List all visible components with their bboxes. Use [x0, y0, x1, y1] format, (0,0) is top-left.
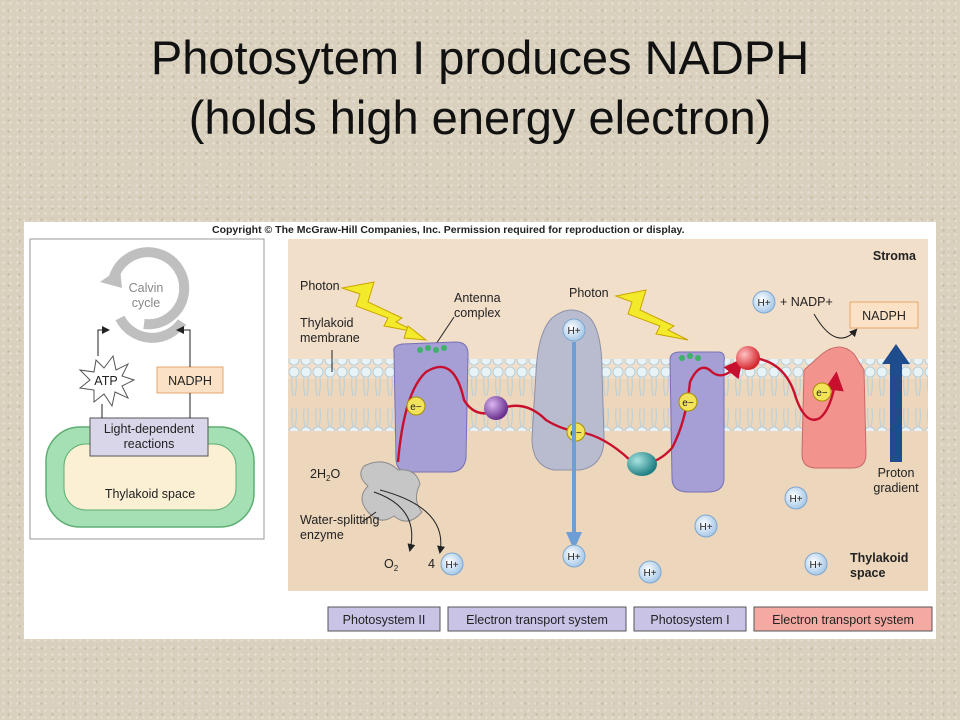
o2-arrow: [373, 491, 416, 552]
cytochrome-complex: [531, 309, 605, 471]
svg-text:H+: H+: [757, 298, 770, 309]
left-thylakoid-space-label: Thylakoid space: [105, 487, 195, 501]
left-nadph-label: NADPH: [168, 374, 212, 388]
svg-text:H+: H+: [789, 494, 802, 505]
electron-path-2: [753, 356, 844, 421]
legend-label-2: Photosystem I: [650, 613, 729, 627]
nadp-to-nadph-arrow: [813, 313, 858, 339]
svg-text:e−: e−: [570, 428, 582, 439]
stroma-label: Stroma: [873, 249, 917, 263]
svg-text:H+: H+: [567, 326, 580, 337]
water-label: 2H2O: [310, 467, 340, 483]
legend-swatch-3: [753, 606, 933, 632]
photon-1-label: Photon: [300, 279, 340, 293]
h-plus-markers: H+ H+ H+ H+ H+ H+ H+ H+: [440, 290, 828, 584]
copyright-notice: Copyright © The McGraw-Hill Companies, I…: [212, 224, 685, 236]
legend: Photosystem II Electron transport system P…: [327, 606, 933, 632]
legend-swatch-1: [447, 606, 627, 632]
ferredoxin-carrier: [736, 346, 760, 370]
proton-gradient-arrow: [890, 362, 902, 462]
svg-text:e−: e−: [682, 398, 694, 409]
svg-text:e−: e−: [410, 402, 422, 413]
four-h-prefix: 4: [428, 557, 435, 571]
svg-text:H+: H+: [445, 560, 458, 571]
plastocyanin-carrier: [627, 452, 657, 476]
plastoquinone-carrier: [484, 396, 508, 420]
four-h-arrow: [379, 489, 446, 554]
title-line-1: Photosytem I produces NADPH: [150, 31, 810, 84]
svg-text:H+: H+: [809, 560, 822, 571]
slide-title: Photosytem I produces NADPH (holds high …: [0, 28, 960, 148]
svg-text:H+: H+: [567, 552, 580, 563]
electron-markers: e− e− e− e−: [406, 382, 832, 442]
atp-starburst-icon: [78, 354, 136, 408]
legend-swatch-0: [327, 606, 441, 632]
photon-2-label: Photon: [569, 286, 609, 300]
photon-bolt-2-icon: [614, 289, 689, 341]
legend-label-1: Electron transport system: [466, 613, 608, 627]
title-line-2: (holds high energy electron): [188, 91, 772, 144]
atp-label: ATP: [94, 374, 117, 388]
svg-text:e−: e−: [816, 388, 828, 399]
svg-text:H+: H+: [699, 522, 712, 533]
nadph-label: NADPH: [862, 309, 906, 323]
photosystem-i: [669, 351, 725, 493]
nadph-box: [849, 301, 919, 329]
nadp-reductase: [801, 346, 867, 469]
calvin-cycle-icon: [100, 247, 190, 343]
nadp-reaction-label: + NADP+: [780, 295, 833, 309]
legend-label-0: Photosystem II: [343, 613, 426, 627]
nadph-to-calvin-arrow: [176, 326, 191, 367]
legend-swatch-2: [633, 606, 747, 632]
legend-label-3: Electron transport system: [772, 613, 914, 627]
water-splitting-enzyme: [360, 461, 423, 522]
svg-text:H+: H+: [643, 568, 656, 579]
photosystem-ii: [393, 341, 469, 473]
atp-to-calvin-arrow: [97, 326, 110, 356]
